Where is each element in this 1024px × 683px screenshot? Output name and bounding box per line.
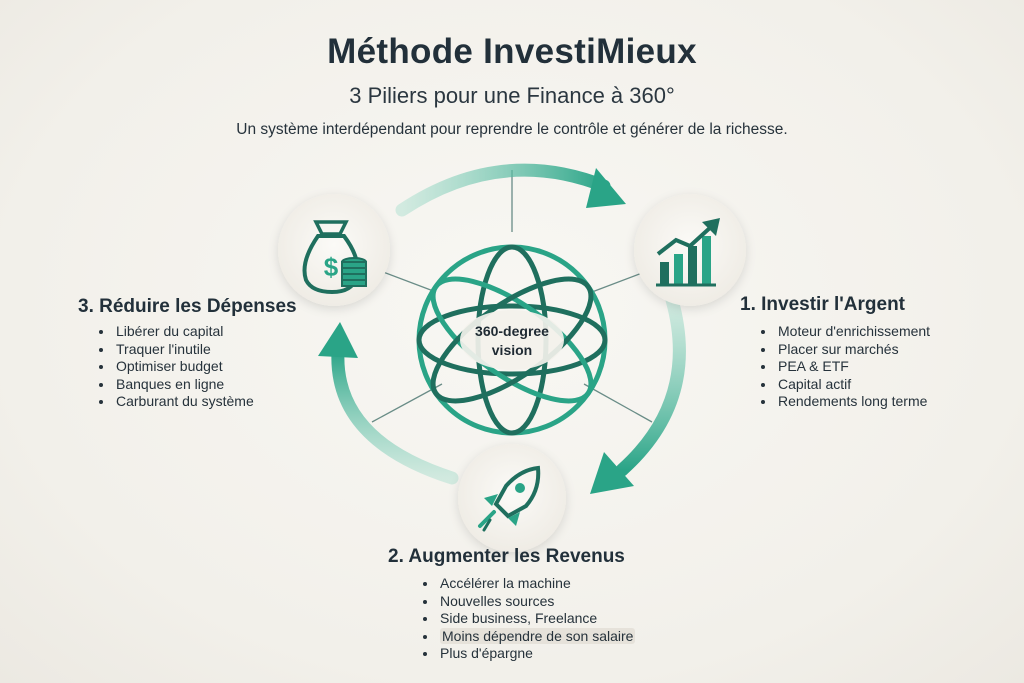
pillar-revenus-list: Accélérer la machine Nouvelles sources S… xyxy=(418,575,636,663)
money-bag-icon: $ xyxy=(302,220,367,295)
list-item: Libérer du capital xyxy=(114,323,254,341)
node-depenses xyxy=(278,194,390,306)
center-label-line2: vision xyxy=(491,342,533,358)
page-tagline: Un système interdépendant pour reprendre… xyxy=(236,121,788,138)
pillar-revenus-title: 2. Augmenter les Revenus xyxy=(388,546,625,567)
list-item: PEA & ETF xyxy=(776,358,930,376)
list-item: Side business, Freelance xyxy=(438,610,635,628)
page-title: Méthode InvestiMieux xyxy=(327,32,697,71)
list-item: Accélérer la machine xyxy=(438,575,635,593)
list-item: Nouvelles sources xyxy=(438,593,635,611)
list-item: Capital actif xyxy=(776,376,930,394)
growth-chart-icon xyxy=(656,218,720,287)
pillar-depenses-title: 3. Réduire les Dépenses xyxy=(78,296,297,317)
cycle-arrow-left xyxy=(318,322,459,485)
list-item: Moins dépendre de son salaire xyxy=(438,627,636,646)
pillar-investir-list: Moteur d'enrichissement Placer sur march… xyxy=(756,323,930,411)
list-item: Banques en ligne xyxy=(114,376,254,394)
spoke-lines xyxy=(371,170,653,423)
highlighted-text: Moins dépendre de son salaire xyxy=(440,627,636,644)
list-item: Moteur d'enrichissement xyxy=(776,323,930,341)
pillar-investir-title: 1. Investir l'Argent xyxy=(740,294,906,315)
list-item: Traquer l'inutile xyxy=(114,341,254,359)
node-revenus xyxy=(458,444,566,552)
list-item: Optimiser budget xyxy=(114,358,254,376)
center-label: 360-degree vision xyxy=(452,322,572,360)
list-item: Carburant du système xyxy=(114,393,254,411)
center-label-line1: 360-degree xyxy=(475,323,549,339)
globe-icon xyxy=(416,244,608,436)
page-subtitle: 3 Piliers pour une Finance à 360° xyxy=(349,83,675,108)
cycle-arrow-top xyxy=(395,163,626,217)
svg-text:$: $ xyxy=(324,252,339,282)
rocket-icon xyxy=(478,465,541,532)
list-item: Rendements long terme xyxy=(776,393,930,411)
list-item: Placer sur marchés xyxy=(776,341,930,359)
pillar-depenses-list: Libérer du capital Traquer l'inutile Opt… xyxy=(94,323,254,411)
list-item: Plus d'épargne xyxy=(438,645,635,663)
cycle-arrow-right xyxy=(590,293,686,494)
